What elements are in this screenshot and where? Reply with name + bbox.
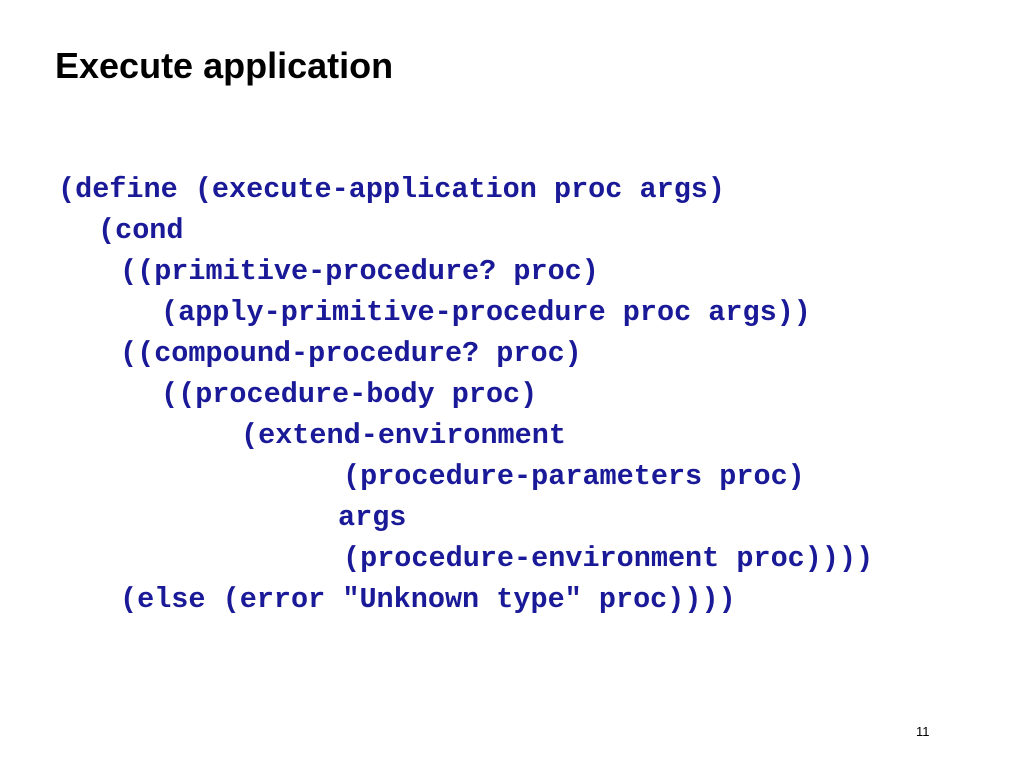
code-line: (else (error "Unknown type" proc)))) — [120, 583, 736, 616]
slide-title: Execute application — [55, 45, 394, 86]
page-number: 11 — [916, 724, 930, 739]
code-line: ((procedure-body proc) — [161, 378, 538, 411]
code-line: ((compound-procedure? proc) — [120, 337, 582, 370]
code-line: ((primitive-procedure? proc) — [120, 255, 599, 288]
code-line: (procedure-parameters proc) — [343, 460, 805, 493]
code-line: (procedure-environment proc)))) — [343, 542, 874, 575]
code-line: (apply-primitive-procedure proc args)) — [161, 296, 811, 329]
code-line: (cond — [98, 214, 184, 247]
code-line: args — [338, 501, 407, 534]
code-line: (define (execute-application proc args) — [58, 173, 726, 206]
code-line: (extend-environment — [241, 419, 566, 452]
